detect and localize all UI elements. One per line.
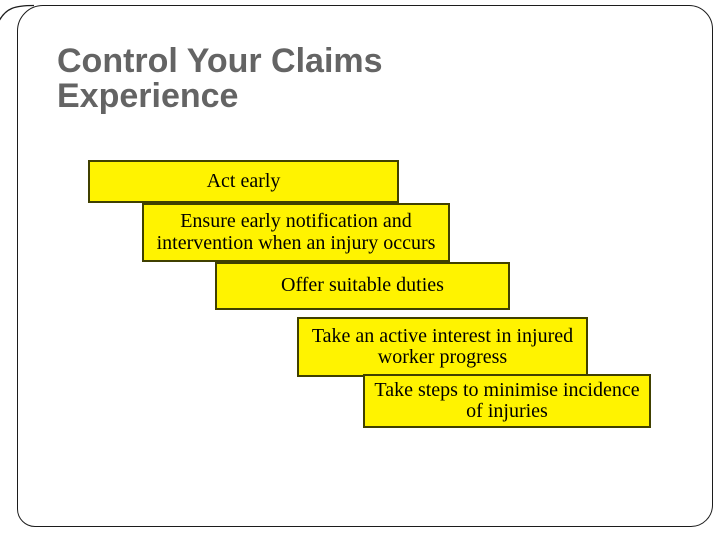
step-box-act-early: Act early [88, 160, 399, 203]
step-box-minimise-incidence: Take steps to minimise incidence of inju… [363, 374, 651, 428]
step-box-label: Take steps to minimise incidence of inju… [374, 378, 640, 422]
step-box-label: Offer suitable duties [281, 274, 444, 297]
step-box-active-interest: Take an active interest in injured worke… [297, 317, 588, 377]
slide-title-line-2: Experience [57, 77, 239, 115]
step-box-label: Act early [206, 169, 281, 192]
corner-stroke-ornament [0, 4, 35, 21]
slide-title: Control Your Claims Experience [57, 44, 557, 114]
step-box-label: Ensure early notification and interventi… [156, 210, 436, 254]
step-box-suitable-duties: Offer suitable duties [215, 262, 510, 310]
step-box-early-notification: Ensure early notification and interventi… [142, 203, 450, 262]
slide-title-line-1: Control Your Claims [57, 42, 383, 80]
step-box-label: Take an active interest in injured worke… [311, 324, 574, 368]
slide-border-frame [17, 5, 713, 527]
